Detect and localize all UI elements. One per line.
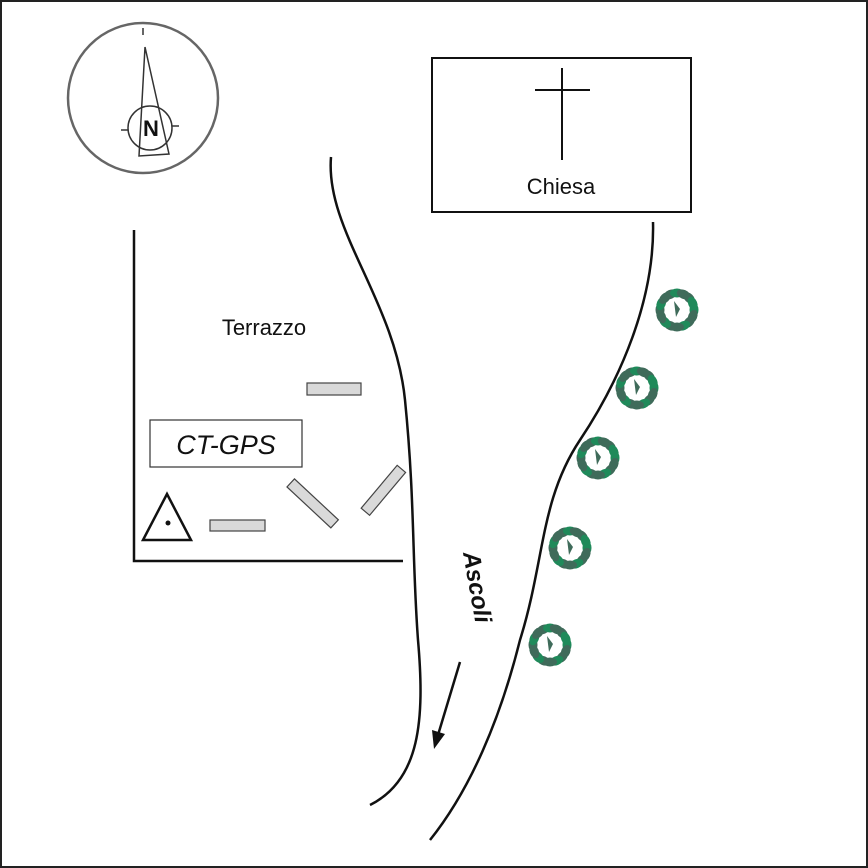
terrace-label: Terrazzo (222, 315, 306, 340)
road-edge-right (429, 221, 655, 841)
bench (306, 382, 362, 396)
church-building: Chiesa (431, 57, 692, 213)
tree-icon (615, 366, 659, 410)
benches (209, 382, 407, 532)
church-label: Chiesa (527, 174, 596, 199)
gps-station-triangle-icon (140, 491, 194, 542)
station-box: CT-GPS (149, 419, 303, 468)
north-arrow-compass-icon: N (66, 21, 220, 175)
trees (528, 288, 699, 667)
tree-icon (576, 436, 620, 480)
tree-icon (655, 288, 699, 332)
tree-icon (548, 526, 592, 570)
station-label: CT-GPS (176, 430, 276, 460)
bench (209, 519, 266, 532)
compass-north-label: N (143, 116, 159, 141)
terrace-outline (132, 230, 403, 563)
road-edge-left (329, 156, 422, 807)
bench (286, 478, 340, 529)
tree-icon (528, 623, 572, 667)
bench (360, 464, 407, 517)
direction-arrow-icon (432, 661, 462, 749)
